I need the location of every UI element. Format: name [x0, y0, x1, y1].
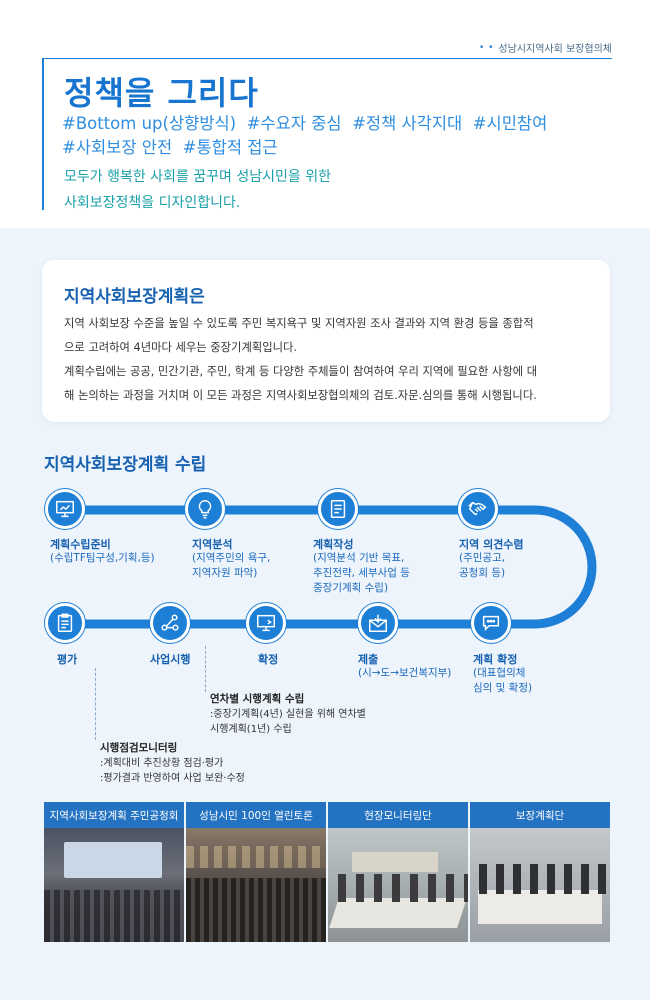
- monitor-icon: [246, 603, 286, 643]
- photo-image: [186, 828, 326, 942]
- step-desc-line: 중장기계획 수립): [313, 582, 389, 594]
- photo-public-hearing: 지역사회보장계획 주민공청회: [44, 802, 184, 942]
- step-desc-line: (주민공고,: [459, 552, 506, 564]
- presentation-board-icon: [45, 489, 85, 529]
- stage-banner: [64, 842, 162, 878]
- photo-image: [44, 828, 184, 942]
- conference-table: [478, 890, 602, 924]
- header-area: [0, 0, 650, 228]
- share-nodes-icon: [150, 603, 190, 643]
- intro-line: 으로 고려하여 4년마다 세우는 중장기계획입니다.: [64, 341, 298, 354]
- participants: [328, 874, 468, 902]
- photo-image: [328, 828, 468, 942]
- photo-label: 지역사회보장계획 주민공청회: [44, 802, 184, 828]
- step-desc-line: (대표협의체: [473, 667, 526, 679]
- photo-open-discussion: 성남시민 100인 열린토론: [186, 802, 326, 942]
- note-line: 시행계획(1년) 수립: [210, 724, 292, 735]
- photo-monitoring: 현장모니터링단: [328, 802, 468, 942]
- process-title: 지역사회보장계획 수립: [44, 455, 207, 475]
- note-line: :계획대비 추진상황 점검·평가: [100, 758, 224, 769]
- step-desc-line: (시→도→보건복지부): [358, 667, 452, 679]
- process-track: [61, 505, 597, 629]
- photo-label: 현장모니터링단: [328, 802, 468, 828]
- hashtags-line-1: #Bottom up(상향방식) #수요자 중심 #정책 사각지대 #시민참여: [62, 114, 548, 133]
- clipboard-icon: [45, 603, 85, 643]
- hashtags-line-2: #사회보장 안전 #통합적 접근: [62, 138, 278, 157]
- photo-planning-team: 보장계획단: [470, 802, 610, 942]
- step-desc-planning: (수립TF팀구성,기획,등): [50, 551, 155, 566]
- audience: [44, 890, 184, 942]
- dashed-connector: [95, 668, 96, 740]
- document-icon: [318, 489, 358, 529]
- intro-line: 해 논의하는 과정을 거치며 이 모든 과정은 지역사회보장협의체의 검토.자문…: [64, 389, 537, 402]
- step-title-analysis: 지역분석: [192, 538, 233, 551]
- step-title-confirm: 확정: [258, 653, 279, 666]
- step-desc-line: (지역분석 기반 목표,: [313, 552, 405, 564]
- slogan-line-2: 사회보장정책을 디자인합니다.: [64, 195, 241, 211]
- step-desc-finalize: (대표협의체 심의 및 확정): [473, 666, 532, 696]
- room-lights: [186, 846, 326, 868]
- bullet-dots-icon: • •: [478, 42, 495, 53]
- step-desc-line: (지역주민의 욕구,: [192, 552, 271, 564]
- org-tag: • • 성남시지역사회 보장협의체: [478, 40, 612, 56]
- handshake-icon: [458, 489, 498, 529]
- note-monitor-body: :계획대비 추진상황 점검·평가 :평가결과 반영하여 사업 보완·수정: [100, 756, 245, 786]
- dashed-connector: [205, 646, 206, 692]
- page-title: 정책을 그리다: [64, 74, 259, 112]
- conference-table: [329, 898, 467, 928]
- step-desc-opinion: (주민공고, 공청회 등): [459, 551, 505, 581]
- photo-label: 성남시민 100인 열린토론: [186, 802, 326, 828]
- header-accent-bar: [42, 58, 44, 210]
- step-desc-line: 심의 및 확정): [473, 682, 533, 694]
- step-desc-line: 공청회 등): [459, 567, 506, 579]
- slogan-line-1: 모두가 행복한 사회를 꿈꾸며 성남시민을 위한: [64, 169, 331, 185]
- step-desc-line: 지역자원 파악): [192, 567, 258, 579]
- process-track-line: [61, 505, 597, 629]
- step-title-submit: 제출: [358, 653, 379, 666]
- step-desc-line: (수립TF팀구성,기획,등): [50, 552, 155, 564]
- intro-title: 지역사회보장계획은: [64, 287, 205, 307]
- chat-bubble-icon: [471, 603, 511, 643]
- step-desc-analysis: (지역주민의 욕구, 지역자원 파악): [192, 551, 270, 581]
- note-annual-title: 연차별 시행계획 수립: [210, 693, 305, 705]
- header-divider: [42, 58, 612, 59]
- step-title-opinion: 지역 의견수렴: [459, 538, 524, 551]
- photo-label: 보장계획단: [470, 802, 610, 828]
- wall-sign: [352, 852, 438, 872]
- step-title-drafting: 계획작성: [313, 538, 354, 551]
- step-title-planning: 계획수립준비: [50, 538, 111, 551]
- audience: [186, 878, 326, 942]
- intro-line: 지역 사회보장 수준을 높일 수 있도록 주민 복지욕구 및 지역자원 조사 결…: [64, 317, 534, 330]
- envelope-icon: [358, 603, 398, 643]
- step-title-finalize: 계획 확정: [473, 653, 518, 666]
- photo-strip: 지역사회보장계획 주민공청회 성남시민 100인 열린토론 현장모니터링단 보장…: [44, 802, 610, 942]
- step-desc-drafting: (지역분석 기반 목표, 추진전략, 세부사업 등 중장기계획 수립): [313, 551, 410, 596]
- org-name: 성남시지역사회 보장협의체: [498, 44, 612, 55]
- intro-card: 지역사회보장계획은 지역 사회보장 수준을 높일 수 있도록 주민 복지욕구 및…: [42, 260, 610, 422]
- note-line: :중장기계획(4년) 실현을 위해 연차별: [210, 709, 366, 720]
- step-title-execute: 사업시행: [150, 653, 191, 666]
- intro-body: 지역 사회보장 수준을 높일 수 있도록 주민 복지욕구 및 지역자원 조사 결…: [64, 312, 594, 408]
- intro-line: 계획수립에는 공공, 민간기관, 주민, 학계 등 다양한 주체들이 참여하여 …: [64, 365, 538, 378]
- step-desc-submit: (시→도→보건복지부): [358, 666, 451, 681]
- step-desc-line: 추진전략, 세부사업 등: [313, 567, 410, 579]
- photo-image: [470, 828, 610, 942]
- step-title-evaluate: 평가: [57, 653, 78, 666]
- note-monitor-title: 시행점검모니터링: [100, 742, 178, 754]
- lightbulb-icon: [185, 489, 225, 529]
- participants: [470, 864, 610, 894]
- note-line: :평가결과 반영하여 사업 보완·수정: [100, 773, 245, 784]
- note-annual-body: :중장기계획(4년) 실현을 위해 연차별 시행계획(1년) 수립: [210, 707, 366, 737]
- hashtags: #Bottom up(상향방식) #수요자 중심 #정책 사각지대 #시민참여 …: [62, 112, 622, 160]
- slogan: 모두가 행복한 사회를 꿈꾸며 성남시민을 위한 사회보장정책을 디자인합니다.: [64, 164, 331, 216]
